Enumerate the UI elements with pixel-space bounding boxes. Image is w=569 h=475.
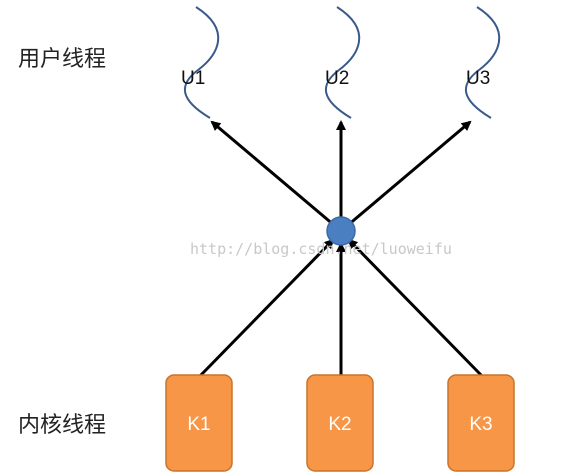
kernel-threads-label: 内核线程 [18,413,106,438]
watermark: http://blog.csdn.net/luoweifu [190,240,452,258]
arrow-hub-to-u3 [340,120,472,233]
user-thread-wave-u2 [324,6,361,119]
user-thread-label: U2 [325,68,349,89]
kernel-thread-label: K3 [469,414,492,435]
user-thread-label: U3 [466,68,490,89]
arrow-k1-to-hub [198,238,335,378]
kernel-thread-label: K2 [328,414,351,435]
mapping-hub-node [326,216,356,246]
user-thread-wave-u1 [183,6,220,119]
kernel-thread-box-k2 [306,374,374,472]
kernel-thread-box-k1 [165,374,233,472]
user-thread-label: U1 [181,68,205,89]
user-threads-label: 用户线程 [18,47,106,72]
kernel-thread-box-k3 [447,374,515,472]
user-thread-wave-u3 [464,6,501,119]
arrow-k3-to-hub [347,238,484,378]
kernel-thread-label: K1 [187,414,210,435]
arrow-hub-to-u1 [210,120,342,233]
